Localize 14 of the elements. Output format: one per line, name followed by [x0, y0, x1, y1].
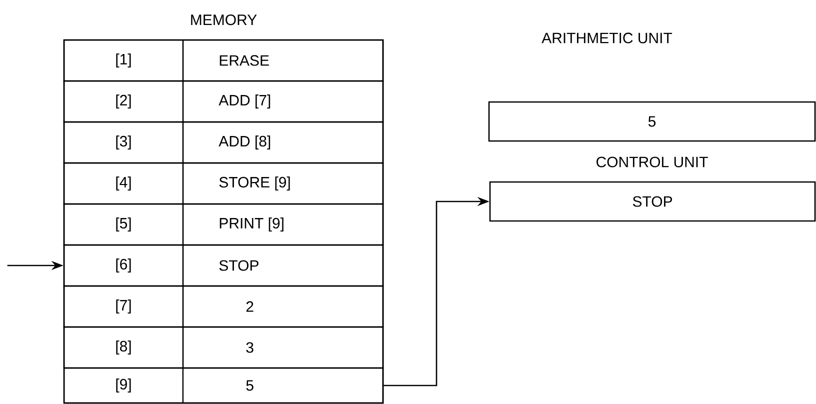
memory-row: [1] ERASE	[63, 39, 384, 82]
memory-row: [7] 2	[63, 285, 384, 328]
table-heading: MEMORY	[191, 14, 257, 26]
unit-register: STOP	[489, 181, 816, 222]
memory-row: [3] ADD [8]	[63, 121, 384, 164]
unit-register: 5	[488, 101, 816, 142]
memory-row: [6] STOP	[63, 244, 384, 287]
unit-heading: ARITHMETIC UNIT	[542, 32, 672, 44]
unit-heading: CONTROL UNIT	[596, 156, 708, 168]
memory-row: [9] 5	[63, 367, 384, 404]
memory-row: [8] 3	[63, 326, 384, 369]
memory-row: [5] PRINT [9]	[63, 203, 384, 246]
memory-row: [4] STORE [9]	[63, 162, 384, 205]
memory-row: [2] ADD [7]	[63, 80, 384, 123]
